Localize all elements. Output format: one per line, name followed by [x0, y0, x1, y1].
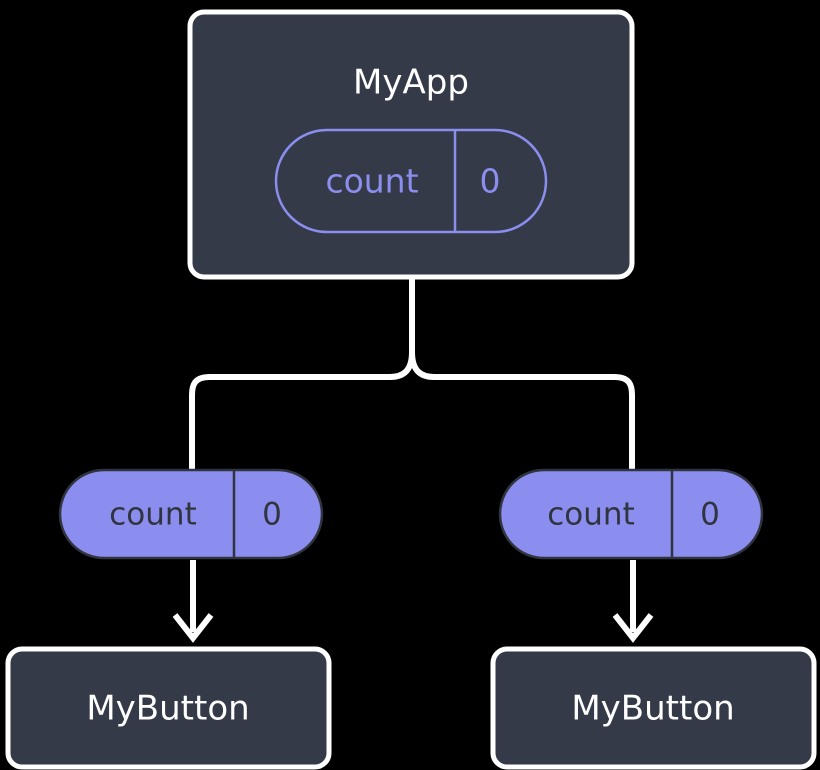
state-pill-right-value: 0 [700, 497, 720, 533]
state-pill-left-key: count [109, 497, 196, 533]
state-pill-right[interactable]: count 0 [498, 468, 764, 560]
connector-branch-left [189, 351, 415, 515]
state-pill-right-shape [498, 468, 764, 560]
state-pill-left[interactable]: count 0 [58, 468, 324, 560]
node-mybutton-left-box [5, 646, 332, 770]
node-mybutton-right-box [490, 646, 817, 770]
arrow-left-head [172, 613, 214, 643]
arrow-down-icon-right [612, 560, 654, 643]
arrow-right-head [612, 613, 654, 643]
node-mybutton-left[interactable]: MyButton [5, 646, 332, 770]
connector-branch-right [409, 351, 635, 515]
node-myapp[interactable]: MyApp count 0 [187, 9, 635, 280]
node-myapp-label: MyApp [353, 63, 469, 103]
node-mybutton-left-label: MyButton [86, 689, 249, 729]
node-myapp-box [187, 9, 635, 280]
node-mybutton-right-label: MyButton [571, 689, 734, 729]
state-pill-root-shape [274, 128, 548, 234]
node-mybutton-right[interactable]: MyButton [490, 646, 817, 770]
state-pill-root-value: 0 [480, 162, 501, 201]
state-pill-right-key: count [547, 497, 634, 533]
state-pill-left-shape [58, 468, 324, 560]
arrow-down-icon-left [172, 560, 214, 643]
state-pill-root[interactable]: count 0 [274, 128, 548, 234]
state-pill-left-value: 0 [262, 497, 282, 533]
state-pill-root-key: count [325, 162, 418, 201]
